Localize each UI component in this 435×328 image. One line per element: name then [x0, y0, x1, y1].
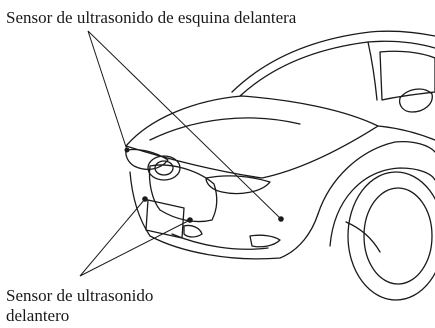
license-plate-area	[145, 199, 185, 239]
a-pillar	[367, 41, 378, 101]
tow-hook-cover	[183, 224, 203, 238]
wheel-arch	[329, 167, 435, 247]
windshield-outline	[239, 40, 435, 97]
side-mirror	[398, 88, 433, 113]
hood-outline	[125, 95, 379, 147]
grille-outline	[148, 164, 218, 223]
leader-line-front-1	[79, 198, 146, 277]
leader-line-corner-left	[87, 30, 128, 151]
leader-line-corner-right	[87, 30, 282, 220]
sensor-markers	[124, 147, 284, 223]
fender-outline	[317, 140, 435, 215]
grille-emblem	[147, 155, 181, 181]
hood-crease	[149, 117, 301, 141]
leader-line-front-2	[79, 219, 191, 277]
car-roof-outline	[231, 30, 435, 93]
hood-leading-edge	[125, 125, 379, 179]
wheel-rim	[363, 187, 433, 285]
front-sensor-label: Sensor de ultrasonido delantero	[6, 286, 153, 325]
side-window	[379, 50, 435, 101]
corner-sensor-label: Sensor de ultrasonido de esquina delante…	[6, 8, 297, 27]
front-wheel	[347, 171, 435, 301]
front-sensor-label-line1: Sensor de ultrasonido	[6, 286, 154, 305]
front-bumper	[129, 171, 319, 260]
left-headlight	[125, 148, 169, 171]
front-sensor-label-line2: delantero	[6, 305, 70, 325]
fog-light	[249, 234, 281, 248]
